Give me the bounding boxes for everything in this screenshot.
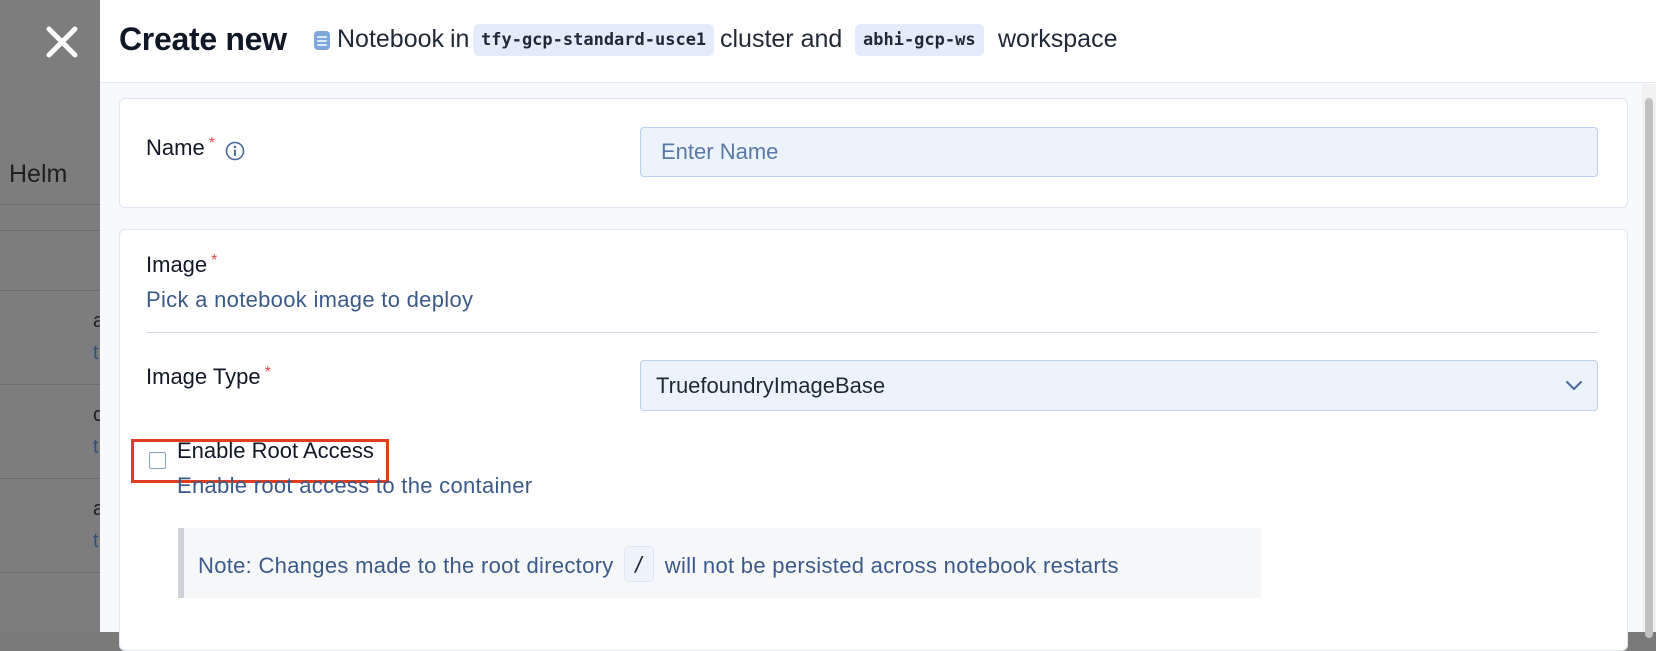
close-icon (46, 26, 78, 58)
enable-root-access-checkbox[interactable] (149, 452, 166, 469)
panel-header: Create new Notebook in tfy-gcp-standard-… (100, 0, 1656, 83)
name-label-text: Name (146, 135, 205, 160)
create-notebook-panel: Create new Notebook in tfy-gcp-standard-… (100, 0, 1656, 651)
chevron-down-icon (1566, 381, 1582, 390)
note-suffix: will not be persisted across notebook re… (664, 552, 1119, 578)
background-divider (0, 478, 100, 479)
root-directory-note: Note: Changes made to the root directory… (178, 528, 1261, 598)
scrollbar-thumb[interactable] (1645, 98, 1653, 638)
root-path-code: / (623, 546, 655, 582)
close-button[interactable] (44, 24, 82, 62)
background-text: t (93, 436, 99, 458)
image-description: Pick a notebook image to deploy (146, 287, 474, 312)
background-divider (0, 384, 100, 385)
note-prefix: Note: Changes made to the root directory (198, 552, 614, 578)
image-type-value: TruefoundryImageBase (656, 373, 886, 398)
background-text: t (93, 342, 99, 364)
enable-root-access-description: Enable root access to the container (177, 473, 533, 498)
image-card: Image* Pick a notebook image to deploy I… (119, 229, 1628, 651)
image-type-label: Image Type* (146, 364, 271, 390)
name-label: Name* (146, 135, 215, 161)
header-word-cluster-and: cluster and (720, 25, 843, 53)
image-type-select[interactable]: TruefoundryImageBase (640, 360, 1598, 411)
image-label-text: Image (146, 252, 208, 277)
header-word-in: in (450, 25, 470, 53)
background-divider (0, 290, 100, 291)
background-text: a (93, 498, 100, 520)
required-mark: * (211, 252, 218, 269)
header-word-workspace: workspace (998, 25, 1118, 53)
background-page: Helm a t c t a t (0, 0, 100, 632)
enable-root-access-label[interactable]: Enable Root Access (177, 438, 374, 463)
cluster-chip: tfy-gcp-standard-usce1 (473, 24, 715, 56)
name-card: Name* (119, 98, 1628, 208)
panel-scrollbar[interactable] (1642, 84, 1656, 638)
header-type-label: Notebook (337, 25, 445, 53)
required-mark: * (208, 135, 215, 152)
required-mark: * (264, 364, 271, 381)
page-title: Create new (119, 21, 287, 57)
highlight-annotation (131, 439, 389, 483)
background-text: c (93, 404, 100, 426)
info-icon[interactable] (225, 141, 245, 161)
section-divider (146, 332, 1598, 333)
background-text: t (93, 530, 99, 552)
background-divider (0, 230, 100, 231)
image-label: Image* (146, 252, 217, 278)
image-type-label-text: Image Type (146, 364, 261, 389)
notebook-icon (314, 31, 330, 50)
background-text: a (93, 310, 100, 332)
background-divider (0, 204, 100, 205)
workspace-chip: abhi-gcp-ws (855, 24, 984, 56)
background-helm-label: Helm (9, 160, 68, 188)
name-input[interactable] (640, 127, 1598, 177)
note-text: Note: Changes made to the root directory… (198, 546, 1119, 585)
background-divider (0, 572, 100, 573)
